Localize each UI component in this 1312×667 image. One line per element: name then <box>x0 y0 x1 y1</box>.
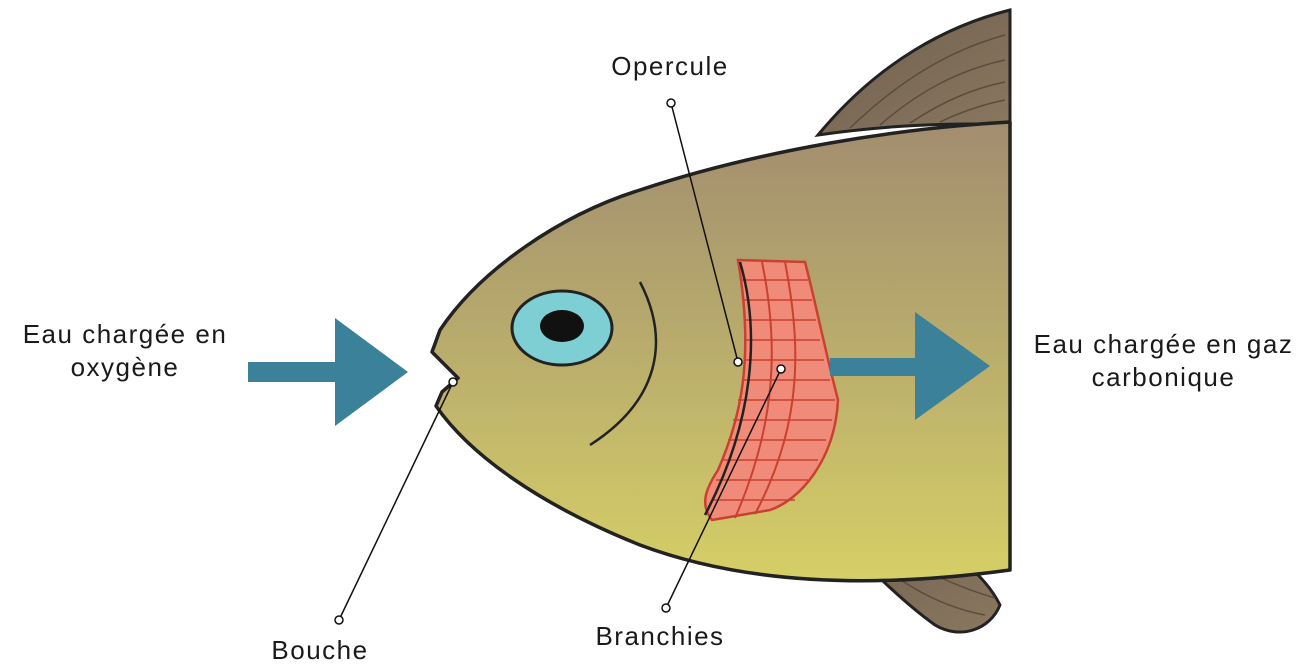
water-in-label: Eau chargée en oxygène <box>0 318 250 384</box>
water-out-label-line1: Eau chargée en gaz <box>1015 328 1312 361</box>
water-in-label-line2: oxygène <box>0 351 250 384</box>
water-out-label-line2: carbonique <box>1015 361 1312 394</box>
water-in-arrow <box>248 318 408 426</box>
operculum-label-text: Opercule <box>570 50 770 83</box>
mouth-label-text: Bouche <box>240 634 400 667</box>
operculum-label: Opercule <box>570 50 770 83</box>
dorsal-fin <box>818 10 1010 135</box>
gills-label-text: Branchies <box>550 620 770 653</box>
gills-label: Branchies <box>550 620 770 653</box>
water-in-label-line1: Eau chargée en <box>0 318 250 351</box>
mouth-label: Bouche <box>240 634 400 667</box>
eye <box>512 291 612 365</box>
water-out-label: Eau chargée en gaz carbonique <box>1015 328 1312 394</box>
